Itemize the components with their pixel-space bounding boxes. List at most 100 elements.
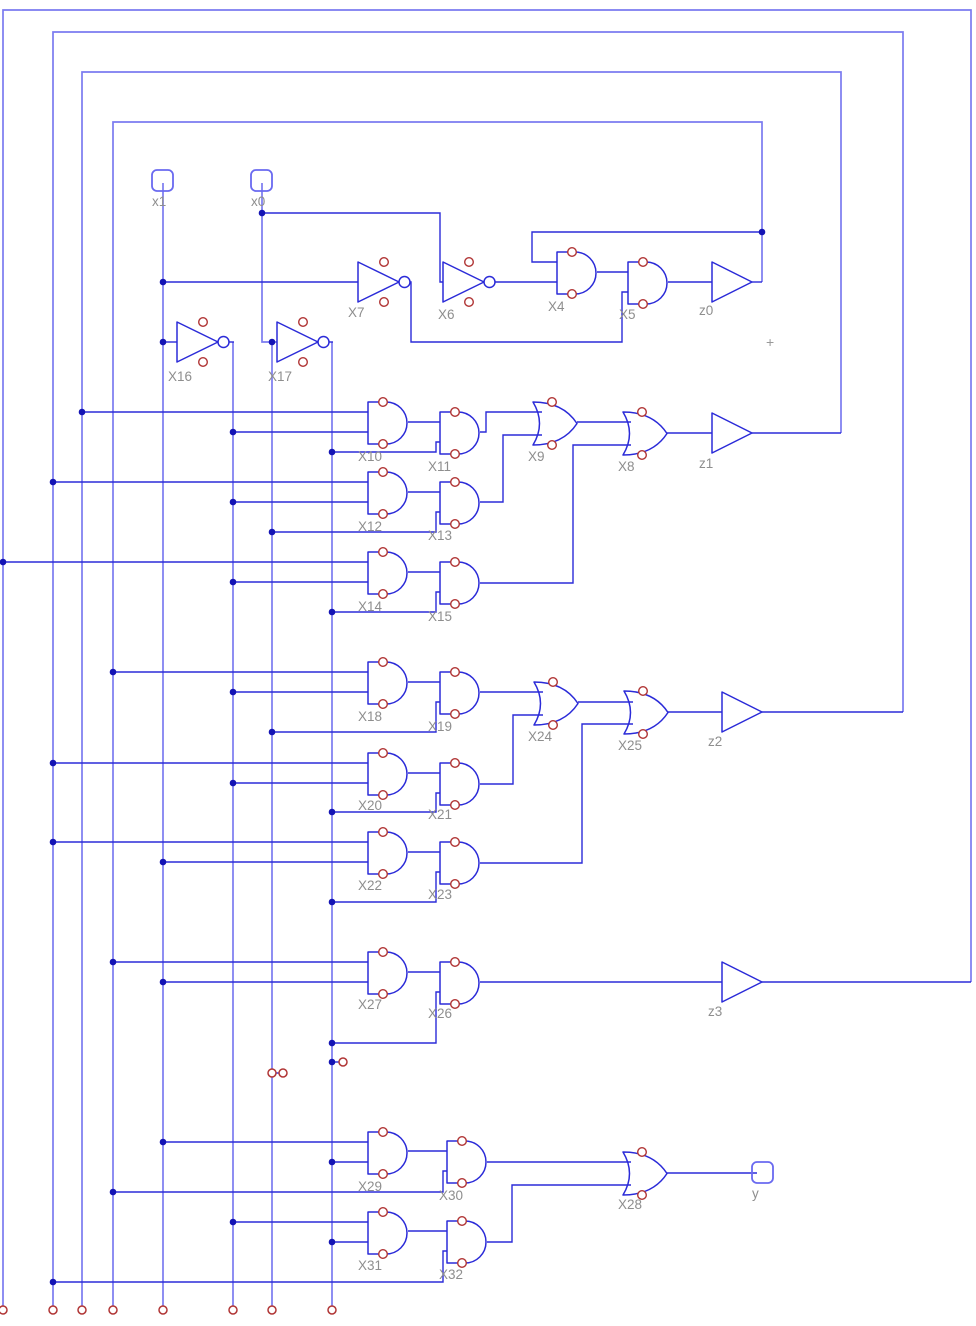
net-wire[interactable] bbox=[480, 723, 633, 864]
net-wire[interactable] bbox=[487, 1184, 631, 1243]
open-terminal-icon[interactable] bbox=[0, 1305, 8, 1315]
bus-wire[interactable] bbox=[112, 121, 763, 1306]
or-gate-shape[interactable] bbox=[623, 690, 669, 735]
gate-X7[interactable]: X7 bbox=[348, 257, 411, 320]
not-gate-shape[interactable] bbox=[357, 261, 400, 303]
net-wire[interactable] bbox=[332, 591, 440, 613]
input-pin-shape[interactable] bbox=[250, 169, 273, 192]
not-gate-shape[interactable] bbox=[442, 261, 485, 303]
gate-X6[interactable]: X6 bbox=[438, 257, 496, 322]
bus-wire[interactable] bbox=[2, 9, 972, 1306]
and-gate-shape[interactable] bbox=[367, 831, 408, 875]
and-gate-shape[interactable] bbox=[367, 951, 408, 995]
open-terminal-icon[interactable] bbox=[267, 1068, 277, 1078]
and-gate-shape[interactable] bbox=[446, 1220, 487, 1264]
or-gate-shape[interactable] bbox=[622, 411, 668, 456]
input-pin-shape[interactable] bbox=[151, 169, 174, 192]
gate-X19[interactable]: X19 bbox=[428, 667, 480, 734]
gate-X8[interactable]: X8 bbox=[618, 407, 668, 474]
gate-X11[interactable]: X11 bbox=[428, 407, 480, 474]
not-gate-shape[interactable] bbox=[276, 321, 319, 363]
net-wire[interactable] bbox=[332, 441, 440, 453]
net-wire[interactable] bbox=[53, 1250, 447, 1283]
gate-z1[interactable]: z1 bbox=[699, 412, 753, 471]
net-wire[interactable] bbox=[262, 212, 443, 283]
or-gate-shape[interactable] bbox=[533, 681, 579, 726]
and-gate-shape[interactable] bbox=[367, 661, 408, 705]
buffer-gate-shape[interactable] bbox=[711, 261, 753, 303]
bus-wire[interactable] bbox=[81, 71, 842, 1306]
and-gate-shape[interactable] bbox=[439, 961, 480, 1005]
gate-X31[interactable]: X31 bbox=[358, 1206, 408, 1273]
and-gate-shape[interactable] bbox=[439, 561, 480, 605]
bus-wire[interactable] bbox=[52, 31, 904, 1306]
buffer-gate-shape[interactable] bbox=[721, 961, 763, 1003]
and-gate-shape[interactable] bbox=[367, 471, 408, 515]
open-terminal-icon[interactable] bbox=[267, 1305, 277, 1315]
net-wire[interactable] bbox=[480, 434, 542, 503]
not-gate-shape[interactable] bbox=[176, 321, 219, 363]
gate-X15[interactable]: X15 bbox=[428, 557, 480, 624]
gate-X12[interactable]: X12 bbox=[358, 467, 408, 534]
net-wire[interactable] bbox=[332, 991, 440, 1044]
gate-X32[interactable]: X32 bbox=[439, 1215, 487, 1282]
open-terminal-icon[interactable] bbox=[338, 1057, 348, 1067]
and-gate-shape[interactable] bbox=[367, 1211, 408, 1255]
open-terminal-icon[interactable] bbox=[158, 1305, 168, 1315]
and-gate-shape[interactable] bbox=[439, 762, 480, 806]
or-gate-shape[interactable] bbox=[532, 401, 578, 446]
buffer-gate-shape[interactable] bbox=[711, 412, 753, 454]
gate-X18[interactable]: X18 bbox=[358, 657, 408, 724]
net-wire[interactable] bbox=[531, 231, 762, 263]
net-wire[interactable] bbox=[113, 1170, 447, 1193]
net-wire[interactable] bbox=[480, 444, 631, 584]
net-wire[interactable] bbox=[480, 411, 542, 433]
gate-X13[interactable]: X13 bbox=[428, 477, 480, 543]
and-gate-shape[interactable] bbox=[627, 261, 668, 305]
output-pin-shape[interactable] bbox=[751, 1161, 774, 1184]
and-gate-shape[interactable] bbox=[439, 481, 480, 525]
input-pin-x0[interactable]: x0 bbox=[250, 169, 273, 209]
net-wire[interactable] bbox=[480, 714, 543, 785]
gate-X27[interactable]: X27 bbox=[358, 947, 408, 1012]
gate-X28[interactable]: X28 bbox=[618, 1146, 668, 1212]
net-wire[interactable] bbox=[332, 792, 440, 813]
and-gate-shape[interactable] bbox=[446, 1140, 487, 1184]
gate-X17[interactable]: X17 bbox=[268, 317, 330, 384]
open-terminal-icon[interactable] bbox=[278, 1068, 288, 1078]
and-gate-shape[interactable] bbox=[439, 671, 480, 715]
gate-X20[interactable]: X20 bbox=[358, 748, 408, 813]
and-gate-shape[interactable] bbox=[439, 411, 480, 455]
gate-X16[interactable]: X16 bbox=[168, 317, 230, 384]
gate-X24[interactable]: X24 bbox=[528, 677, 579, 744]
gate-X21[interactable]: X21 bbox=[428, 758, 480, 822]
or-gate-shape[interactable] bbox=[622, 1151, 668, 1196]
gate-z0[interactable]: z0 bbox=[699, 261, 753, 318]
gate-z3[interactable]: z3 bbox=[708, 961, 763, 1019]
net-wire[interactable] bbox=[332, 871, 440, 903]
and-gate-shape[interactable] bbox=[367, 401, 408, 445]
gate-X26[interactable]: X26 bbox=[428, 957, 480, 1021]
and-gate-shape[interactable] bbox=[367, 752, 408, 796]
open-terminal-icon[interactable] bbox=[108, 1305, 118, 1315]
net-wire[interactable] bbox=[410, 281, 628, 343]
input-pin-x1[interactable]: x1 bbox=[151, 169, 174, 209]
gate-X22[interactable]: X22 bbox=[358, 827, 408, 893]
gate-X4[interactable]: X4 bbox=[548, 246, 597, 314]
gate-X14[interactable]: X14 bbox=[358, 547, 408, 614]
and-gate-shape[interactable] bbox=[439, 841, 480, 885]
and-gate-shape[interactable] bbox=[367, 1131, 408, 1175]
gate-X5[interactable]: X5 bbox=[619, 257, 668, 322]
net-wire[interactable] bbox=[272, 701, 440, 733]
open-terminal-icon[interactable] bbox=[48, 1305, 58, 1315]
open-terminal-icon[interactable] bbox=[327, 1305, 337, 1315]
gate-X9[interactable]: X9 bbox=[528, 397, 578, 464]
gate-X29[interactable]: X29 bbox=[358, 1126, 408, 1194]
gate-X25[interactable]: X25 bbox=[618, 686, 669, 753]
gate-z2[interactable]: z2 bbox=[708, 691, 763, 749]
and-gate-shape[interactable] bbox=[367, 551, 408, 595]
gate-X23[interactable]: X23 bbox=[428, 837, 480, 902]
gate-X30[interactable]: X30 bbox=[439, 1135, 487, 1203]
buffer-gate-shape[interactable] bbox=[721, 691, 763, 733]
gate-X10[interactable]: X10 bbox=[358, 397, 408, 464]
